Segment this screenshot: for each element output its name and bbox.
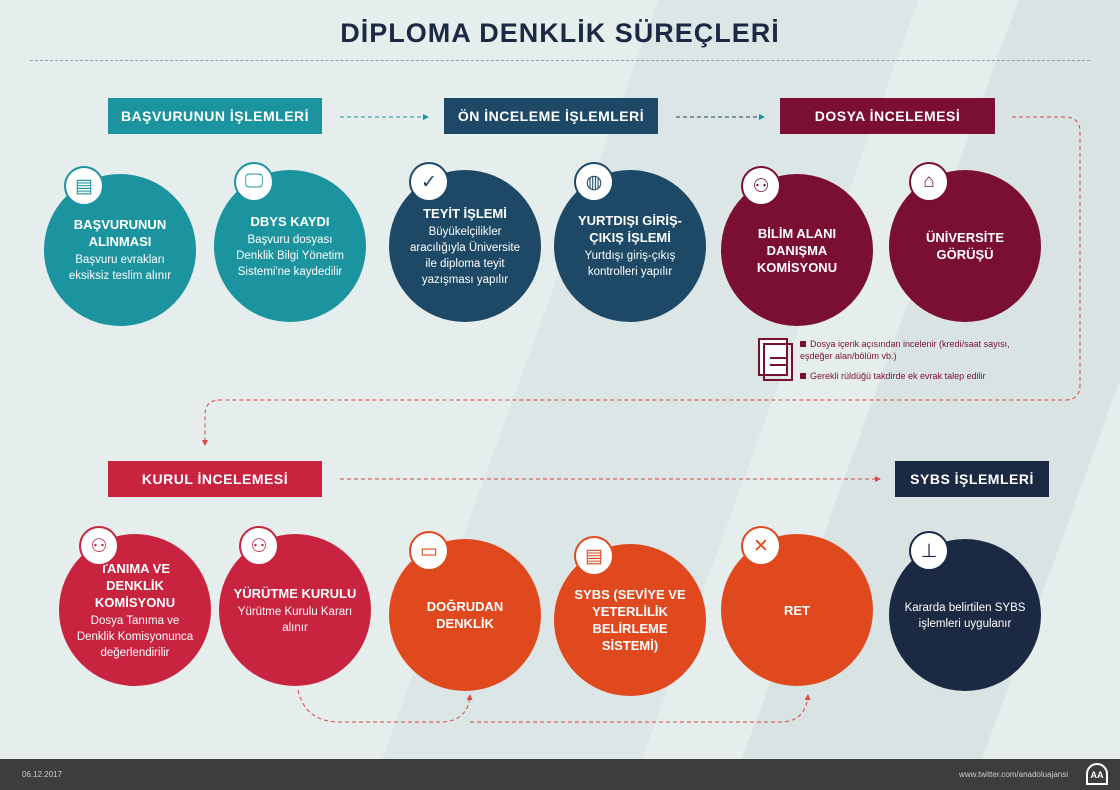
people-icon: ⚇ <box>239 526 279 566</box>
step-title: TEYİT İŞLEMİ <box>423 205 507 221</box>
document-icon: ▤ <box>574 536 614 576</box>
step-description: Yürütme Kurulu Kararı alınır <box>237 605 353 634</box>
note-item: Gerekli rüldüğü takdirde ek evrak talep … <box>800 370 1040 382</box>
people-icon: ⚇ <box>741 166 781 206</box>
divider <box>30 60 1090 61</box>
rejected-document-icon: ✕ <box>741 526 781 566</box>
note-text: Gerekli rüldüğü takdirde ek evrak talep … <box>810 371 986 381</box>
people-icon: ⚇ <box>79 526 119 566</box>
page-title: DİPLOMA DENKLİK SÜREÇLERİ <box>340 18 780 48</box>
verified-document-icon: ✓ <box>409 162 449 202</box>
process-step: YURTDIŞI GİRİŞ-ÇIKIŞ İŞLEMİ Yurtdışı giri… <box>554 170 706 322</box>
step-description: Başvuru evrakları eksiksiz teslim alınır <box>68 254 172 282</box>
passport-icon: ◍ <box>574 162 614 202</box>
footer-url[interactable]: www.twitter.com/anadoluajansi <box>959 770 1068 779</box>
process-step: BAŞVURUNUN ALINMASI Başvuru evrakları eks… <box>44 174 196 326</box>
section-header: SYBS İŞLEMLERİ <box>895 461 1049 497</box>
section-header: KURUL İNCELEMESİ <box>108 461 322 497</box>
certificate-icon: ▭ <box>409 531 449 571</box>
footer: 06.12.2017 www.twitter.com/anadoluajansi… <box>0 759 1120 790</box>
step-title: SYBS (SEVİYE VE YETERLİLİK BELİRLEME SİS… <box>574 587 686 653</box>
step-title: YURTDIŞI GİRİŞ-ÇIKIŞ İŞLEMİ <box>577 213 682 245</box>
step-description: Başvuru dosyası Denklik Bilgi Yönetim Si… <box>236 233 344 278</box>
step-title: TANIMA VE DENKLİK KOMİSYONU <box>94 560 176 610</box>
aa-logo: AA <box>1086 763 1108 785</box>
university-icon: ⌂ <box>909 162 949 202</box>
step-title: DBYS KAYDI <box>250 213 330 229</box>
section-header: BAŞVURUNUN İŞLEMLERİ <box>108 98 322 134</box>
step-title: YÜRÜTME KURULU <box>233 585 357 601</box>
step-description: Dosya Tanıma ve Denklik Komisyonunca değ… <box>76 614 194 659</box>
section-header: ÖN İNCELEME İŞLEMLERİ <box>444 98 658 134</box>
note-item: Dosya içerik açısından incelenir (kredi/… <box>800 338 1040 362</box>
step-description: Büyükelçilikler aracılığıyla Üniversite … <box>410 225 520 286</box>
step-title: BİLİM ALANI DANIŞMA KOMİSYONU <box>756 225 838 275</box>
step-title: RET <box>784 602 810 618</box>
footer-date: 06.12.2017 <box>22 770 63 779</box>
step-title: DOĞRUDAN DENKLİK <box>426 599 504 631</box>
step-title: ÜNİVERSİTE GÖRÜŞÜ <box>925 230 1004 262</box>
stamp-icon: ⊥ <box>909 531 949 571</box>
step-description: Kararda belirtilen SYBS işlemleri uygula… <box>904 602 1026 630</box>
step-description: Yurtdışı giriş-çıkış kontrolleri yapılır <box>584 250 676 278</box>
document-stack-icon-front <box>763 343 793 381</box>
document-icon: ▤ <box>64 166 104 206</box>
section-header: DOSYA İNCELEMESİ <box>780 98 995 134</box>
note-text: Dosya içerik açısından incelenir (kredi/… <box>800 339 1010 361</box>
monitor-icon: 🖵 <box>234 162 274 202</box>
step-title: BAŞVURUNUN ALINMASI <box>73 217 167 249</box>
